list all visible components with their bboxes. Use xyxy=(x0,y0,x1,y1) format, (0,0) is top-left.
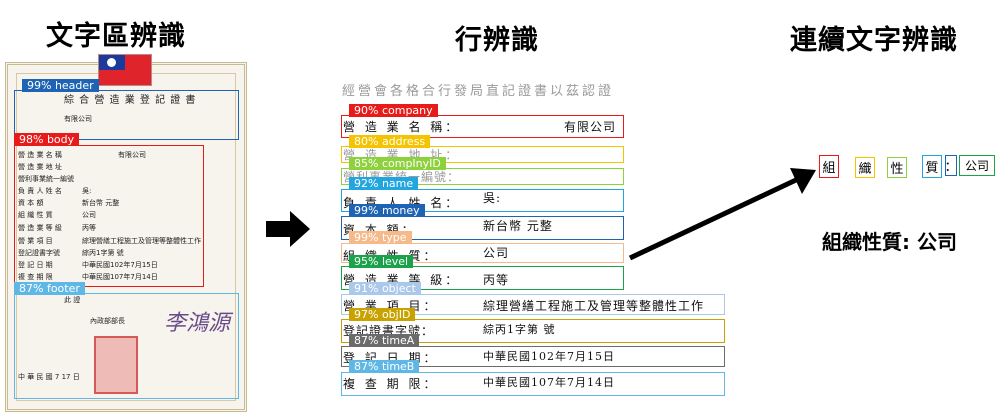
official-seal xyxy=(94,336,138,394)
body-tag: 98% body xyxy=(14,133,80,146)
right-arrow-icon xyxy=(266,211,310,247)
cert-label: 營 造 業 等 級 xyxy=(18,224,62,232)
header-region-box xyxy=(14,90,239,140)
type-line-value: 公司 xyxy=(483,246,510,260)
object-line-value: 綜理營繕工程施工及管理等整體性工作 xyxy=(483,299,705,313)
company-line-box xyxy=(341,115,624,138)
company-line-label: 營 造 業 名 稱： xyxy=(343,120,461,134)
minister-title: 內政部部長 xyxy=(90,317,125,325)
timeb-tag: 87% timeB xyxy=(349,360,420,373)
char-box: 織 xyxy=(855,157,875,178)
cert-label: 營 業 項 目 xyxy=(18,237,53,245)
object-line-box xyxy=(341,294,725,315)
level-line-box xyxy=(341,266,624,290)
cert-value: 綜理營繕工程施工及管理等整體性工作 xyxy=(82,237,201,245)
connected-text-recognition-title: 連續文字辨識 xyxy=(790,25,958,56)
company-line-value: 有限公司 xyxy=(564,120,617,134)
type-tag: 99% type xyxy=(349,231,412,244)
name-line-box xyxy=(341,189,624,212)
cert-value: 吳: xyxy=(82,187,92,195)
cert-label: 資 本 額 xyxy=(18,199,44,207)
footer-tag: 87% footer xyxy=(14,282,85,295)
certificate-date-row: 中 華 民 國 7 17 日 xyxy=(18,373,80,381)
address-line-box xyxy=(341,146,624,163)
company-id-tag: 85% compInyID xyxy=(349,157,446,170)
objid-line-box xyxy=(341,319,725,343)
money-line-box xyxy=(341,216,624,240)
char-box: 組 xyxy=(819,155,839,178)
cert-label: 營利事業統一編號 xyxy=(18,175,74,183)
region-recognition-title: 文字區辨識 xyxy=(46,21,186,52)
cert-value: 新台幣 元整 xyxy=(82,199,120,207)
type-line-box xyxy=(341,243,624,263)
char-box: 質 xyxy=(922,155,942,178)
cert-value: 綜丙1字第 號 xyxy=(82,249,124,257)
cert-label: 營 造 業 地 址 xyxy=(18,163,62,171)
diagonal-arrow-icon xyxy=(628,168,816,261)
level-line-value: 丙等 xyxy=(483,273,510,287)
timea-line-value: 中華民國102年7月15日 xyxy=(483,350,615,363)
certificate-company-row: 有限公司 xyxy=(64,115,92,123)
char-box: ： xyxy=(945,155,958,176)
recognition-result: 組織性質: 公司 xyxy=(822,230,957,254)
cert-value: 公司 xyxy=(82,211,96,219)
char-box: 公司 xyxy=(959,155,995,176)
objid-line-value: 綜丙1字第 號 xyxy=(483,323,556,336)
name-line-value: 吳: xyxy=(483,191,502,205)
certificate-document xyxy=(5,62,247,412)
timeb-line-label: 複 查 期 限： xyxy=(343,377,439,391)
cert-label: 營 造 業 名 稱 xyxy=(18,151,62,159)
footer-region-box xyxy=(14,293,239,399)
cert-label: 登記證書字號 xyxy=(18,249,60,257)
certificate-heading: 綜 合 營 造 業 登 記 證 書 xyxy=(64,95,197,106)
timea-tag: 87% timeA xyxy=(349,334,420,347)
certificate-footer-note: 此 證 xyxy=(64,296,81,304)
char-box: 性 xyxy=(887,157,907,178)
object-tag: 91% object xyxy=(349,282,421,295)
cert-label: 複 查 期 限 xyxy=(18,273,53,281)
header-tag: 99% header xyxy=(22,79,99,92)
timea-line-box xyxy=(341,346,725,367)
company-id-line-box xyxy=(341,168,624,185)
cert-label: 登 記 日 期 xyxy=(18,261,53,269)
cert-label: 組 織 性 質 xyxy=(18,211,53,219)
minister-signature: 李鴻源 xyxy=(164,311,231,336)
name-tag: 92% name xyxy=(349,177,419,190)
cert-value: 中華民國107年7月14日 xyxy=(82,273,158,281)
cert-value: 中華民國102年7月15日 xyxy=(82,261,158,269)
flag-icon xyxy=(98,54,152,86)
objid-tag: 97% objID xyxy=(349,308,416,321)
level-tag: 95% level xyxy=(349,255,414,268)
money-line-value: 新台幣 元整 xyxy=(483,219,553,233)
top-faded-line: 經營會各格合行發局直記證書以茲認證 xyxy=(342,84,615,99)
body-region-box xyxy=(14,145,204,287)
company-tag: 90% company xyxy=(349,104,438,117)
cert-value: 有限公司 xyxy=(118,151,146,159)
cert-label: 負 責 人 姓 名 xyxy=(18,187,62,195)
address-tag: 80% address xyxy=(349,135,431,148)
timeb-line-box xyxy=(341,372,725,396)
timeb-line-value: 中華民國107年7月14日 xyxy=(483,376,615,389)
line-recognition-title: 行辨識 xyxy=(455,25,539,56)
money-tag: 99% money xyxy=(349,204,425,217)
cert-value: 丙等 xyxy=(82,224,96,232)
